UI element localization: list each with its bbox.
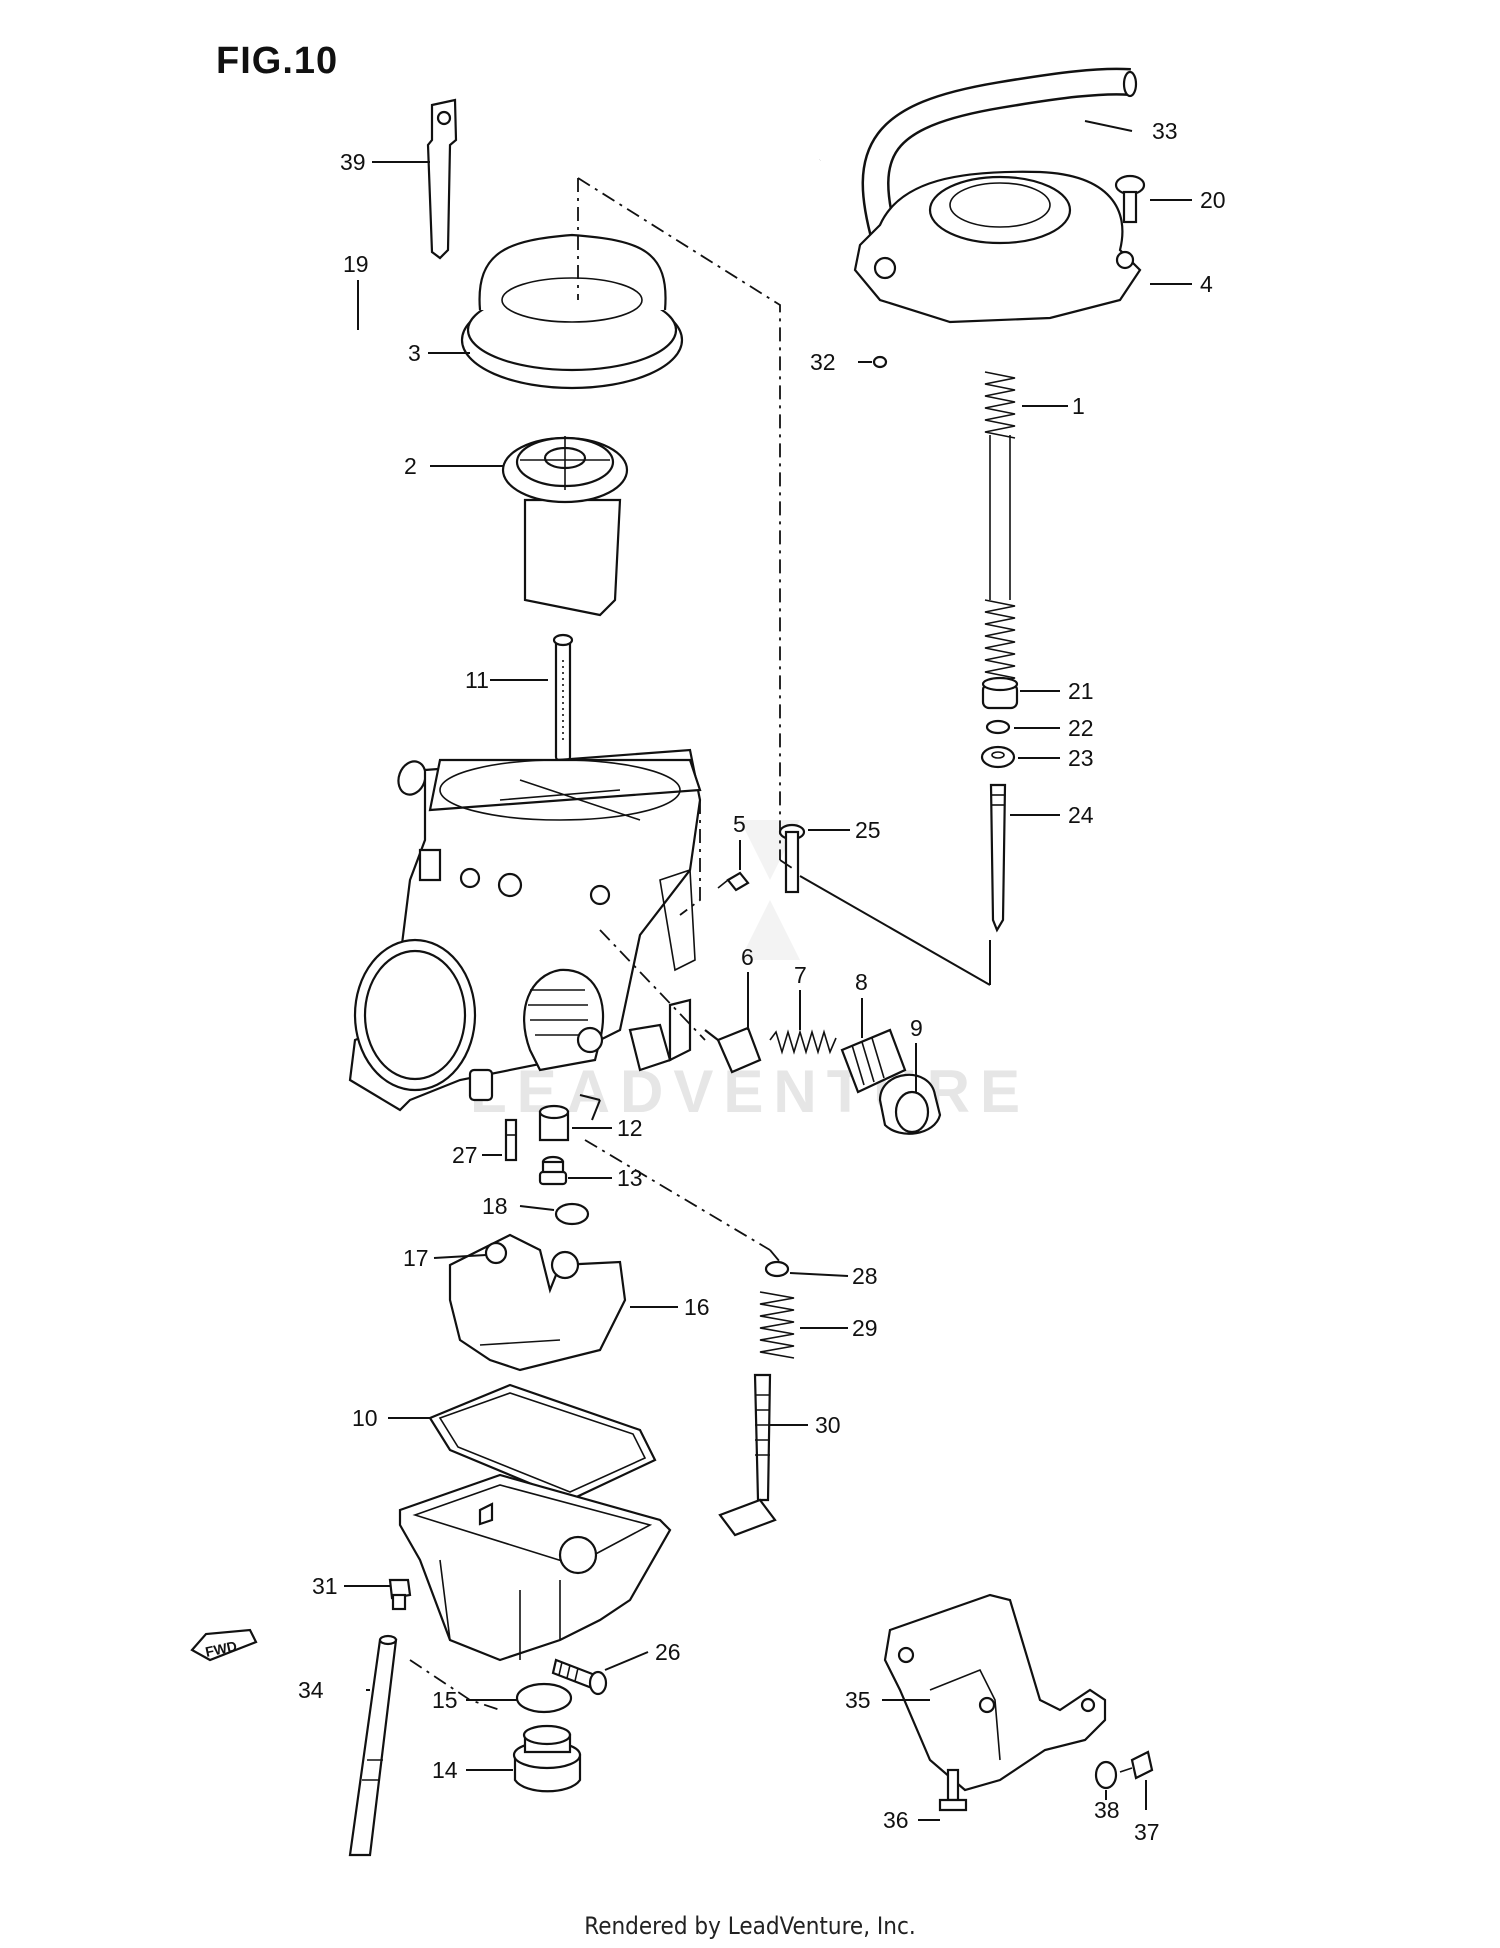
fwd-direction-arrow: FWD [190,1628,258,1662]
callout-2[interactable]: 2 [404,453,417,479]
part-31-screw[interactable] [388,1578,412,1611]
part-34-drain-hose[interactable] [348,1634,398,1857]
part-38-washer[interactable] [1094,1760,1118,1790]
part-3-diaphragm[interactable] [460,233,684,390]
part-18-o-ring[interactable] [554,1202,590,1226]
callout-32[interactable]: 32 [810,349,836,375]
callout-3[interactable]: 3 [408,340,421,366]
callout-16[interactable]: 16 [684,1294,710,1320]
callout-39[interactable]: 39 [340,149,366,175]
part-1-spring[interactable] [984,371,1016,685]
alignment-lines [409,177,991,1711]
float-bowl[interactable] [398,1473,672,1662]
callout-26[interactable]: 26 [655,1639,681,1665]
part-29-spring[interactable] [759,1291,795,1359]
callout-11[interactable]: 11 [465,667,489,693]
callout-25[interactable]: 25 [855,817,881,843]
callout-19[interactable]: 19 [343,251,369,277]
part-37-screw[interactable] [1119,1750,1154,1780]
callout-9[interactable]: 9 [910,1015,923,1041]
callout-17[interactable]: 17 [403,1245,429,1271]
part-16-float[interactable] [448,1233,627,1372]
part-26-drain-screw[interactable] [551,1658,608,1696]
part-2-piston-valve[interactable] [501,436,629,617]
callout-18[interactable]: 18 [482,1193,508,1219]
part-14-plug[interactable] [512,1724,582,1793]
part-8-plug[interactable] [840,1028,907,1094]
callout-10[interactable]: 10 [352,1405,378,1431]
leader-lines [344,120,1192,1821]
callout-31[interactable]: 31 [312,1573,338,1599]
carburetor-body[interactable] [348,748,702,1112]
callout-23[interactable]: 23 [1068,745,1094,771]
callout-28[interactable]: 28 [852,1263,878,1289]
callout-6[interactable]: 6 [741,944,754,970]
callout-labels: 39 19 3 2 11 33 20 4 32 1 21 22 23 24 25… [298,118,1226,1845]
part-23-washer[interactable] [980,745,1016,769]
part-24-needle[interactable] [989,783,1007,933]
part-7-spring[interactable] [769,1029,837,1055]
part-39-strap[interactable] [426,98,458,260]
part-21-needle-holder[interactable] [981,676,1019,710]
callout-22[interactable]: 22 [1068,715,1094,741]
callout-13[interactable]: 13 [617,1165,643,1191]
part-15-o-ring[interactable] [515,1682,573,1714]
callout-5[interactable]: 5 [733,811,746,837]
part-6-pilot-screw[interactable] [704,1026,762,1074]
callout-21[interactable]: 21 [1068,678,1094,704]
part-27-pilot-jet[interactable] [504,1118,518,1162]
callout-33[interactable]: 33 [1152,118,1178,144]
callout-27[interactable]: 27 [452,1142,478,1168]
part-36-bolt[interactable] [938,1768,968,1812]
figure-title: FIG.10 [216,40,339,82]
callout-34[interactable]: 34 [298,1677,324,1703]
callout-30[interactable]: 30 [815,1412,841,1438]
callout-38[interactable]: 38 [1094,1797,1120,1823]
part-28-washer[interactable] [764,1260,790,1278]
part-10-gasket[interactable] [428,1383,657,1502]
callout-35[interactable]: 35 [845,1687,871,1713]
callout-24[interactable]: 24 [1068,802,1094,828]
callout-20[interactable]: 20 [1200,187,1226,213]
part-33-hose[interactable] [861,67,1138,244]
footer-credit: Rendered by LeadVenture, Inc. [584,1912,916,1940]
part-20-screw[interactable] [1114,174,1146,224]
part-4-top-cap[interactable] [853,170,1142,324]
part-13-main-jet[interactable] [538,1155,568,1186]
part-35-bracket[interactable] [883,1593,1107,1792]
part-12-holder[interactable] [538,1104,570,1142]
part-22-e-ring[interactable] [985,719,1011,735]
callout-4[interactable]: 4 [1200,271,1213,297]
callout-29[interactable]: 29 [852,1315,878,1341]
part-5-screw[interactable] [717,871,750,892]
callout-12[interactable]: 12 [617,1115,643,1141]
part-9-cap[interactable] [878,1073,942,1135]
callout-36[interactable]: 36 [883,1807,909,1833]
part-32-washer[interactable] [872,355,888,369]
callout-15[interactable]: 15 [432,1687,458,1713]
callout-1[interactable]: 1 [1072,393,1085,419]
part-25-bolt[interactable] [778,823,806,894]
part-11-jet-needle[interactable] [552,633,574,762]
callout-14[interactable]: 14 [432,1757,458,1783]
fwd-label: FWD [204,1638,239,1660]
callout-7[interactable]: 7 [794,962,807,988]
callout-37[interactable]: 37 [1134,1819,1160,1845]
part-30-idle-screw[interactable] [718,1373,777,1537]
callout-8[interactable]: 8 [855,969,868,995]
